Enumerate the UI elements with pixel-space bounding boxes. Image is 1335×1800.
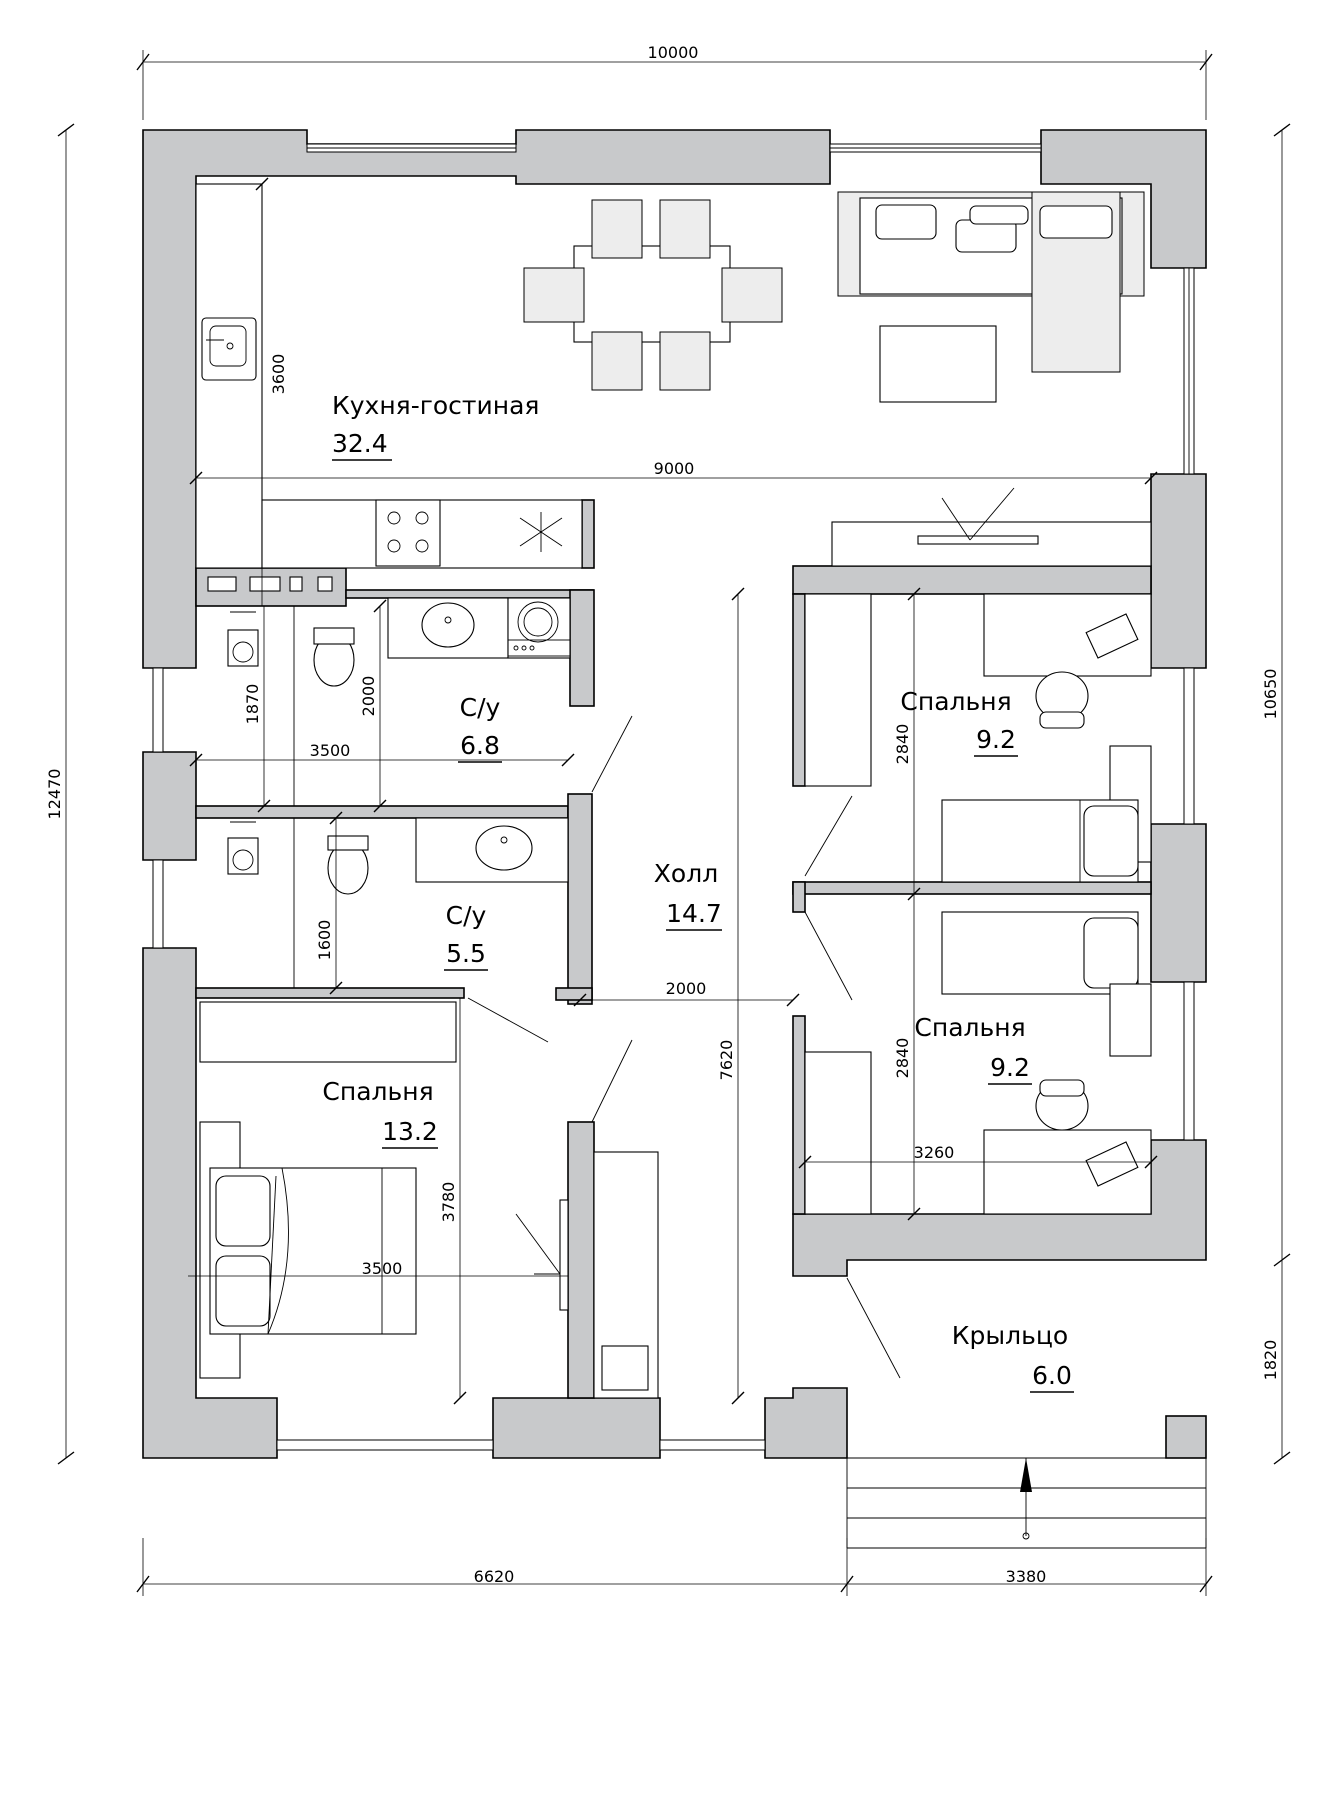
master-bedroom-furniture [199,1001,659,1399]
sofa [837,191,1145,403]
room-name-bedroom-lower: Спальня [914,1013,1025,1042]
doors [467,715,901,1379]
dim-bedroom-lower-width: 3260 [914,1143,955,1162]
room-area-bath-lower: 5.5 [446,939,486,968]
dim-right-lower: 1820 [1261,1340,1280,1381]
dim-bottom-left: 6620 [474,1567,515,1586]
room-area-hall: 14.7 [666,899,722,928]
room-name-bedroom-master: Спальня [322,1077,433,1106]
dim-hall-length: 7620 [717,1040,736,1081]
room-area-bath-upper: 6.8 [460,731,500,760]
dim-master-depth: 3780 [439,1182,458,1223]
room-area-bedroom-lower: 9.2 [990,1053,1030,1082]
dim-master-width: 3500 [362,1259,403,1278]
dim-bath-upper-depth: 2000 [359,676,378,717]
room-area-bedroom-upper: 9.2 [976,725,1016,754]
dimension-lines [57,50,1291,1596]
dim-top-overall: 10000 [648,43,699,62]
dim-bottom-right: 3380 [1006,1567,1047,1586]
room-labels: Кухня-гостиная 32.4 С/у 6.8 С/у 5.5 Холл… [322,391,1074,1393]
dim-left-overall: 12470 [45,769,64,820]
room-name-hall: Холл [654,859,718,888]
dim-bedroom-lower-depth: 2840 [893,1038,912,1079]
dimension-labels: 10000 12470 10650 1820 6620 3380 9000 36… [45,43,1280,1586]
dim-right-upper: 10650 [1261,669,1280,720]
dining-set [523,199,783,391]
porch-steps [846,1457,1207,1549]
windows [152,143,1195,1451]
tv-unit [831,487,1152,567]
bedroom-upper-furniture [804,593,1152,883]
bathroom-upper-fixtures [227,597,571,806]
room-area-porch: 6.0 [1032,1361,1072,1390]
room-name-bedroom-upper: Спальня [900,687,1011,716]
exterior-walls [142,129,1207,1459]
room-name-bath-upper: С/у [460,693,501,722]
room-area-kitchen-living: 32.4 [332,429,388,458]
dim-kitchen-width: 9000 [654,459,695,478]
dim-bedroom-upper-depth: 2840 [893,724,912,765]
room-name-kitchen-living: Кухня-гостиная [332,391,539,420]
room-name-porch: Крыльцо [952,1321,1068,1350]
room-area-bedroom-master: 13.2 [382,1117,438,1146]
dim-kitchen-depth: 3600 [269,354,288,395]
dim-bath-upper-width: 3500 [310,741,351,760]
kitchen-furniture [195,183,583,592]
dim-hall-width: 2000 [666,979,707,998]
dim-bath-upper-depth-left: 1870 [243,684,262,725]
dim-bath-lower-depth: 1600 [315,920,334,961]
bathroom-lower-fixtures [227,817,569,988]
bedroom-lower-furniture [804,911,1152,1215]
room-name-bath-lower: С/у [446,901,487,930]
